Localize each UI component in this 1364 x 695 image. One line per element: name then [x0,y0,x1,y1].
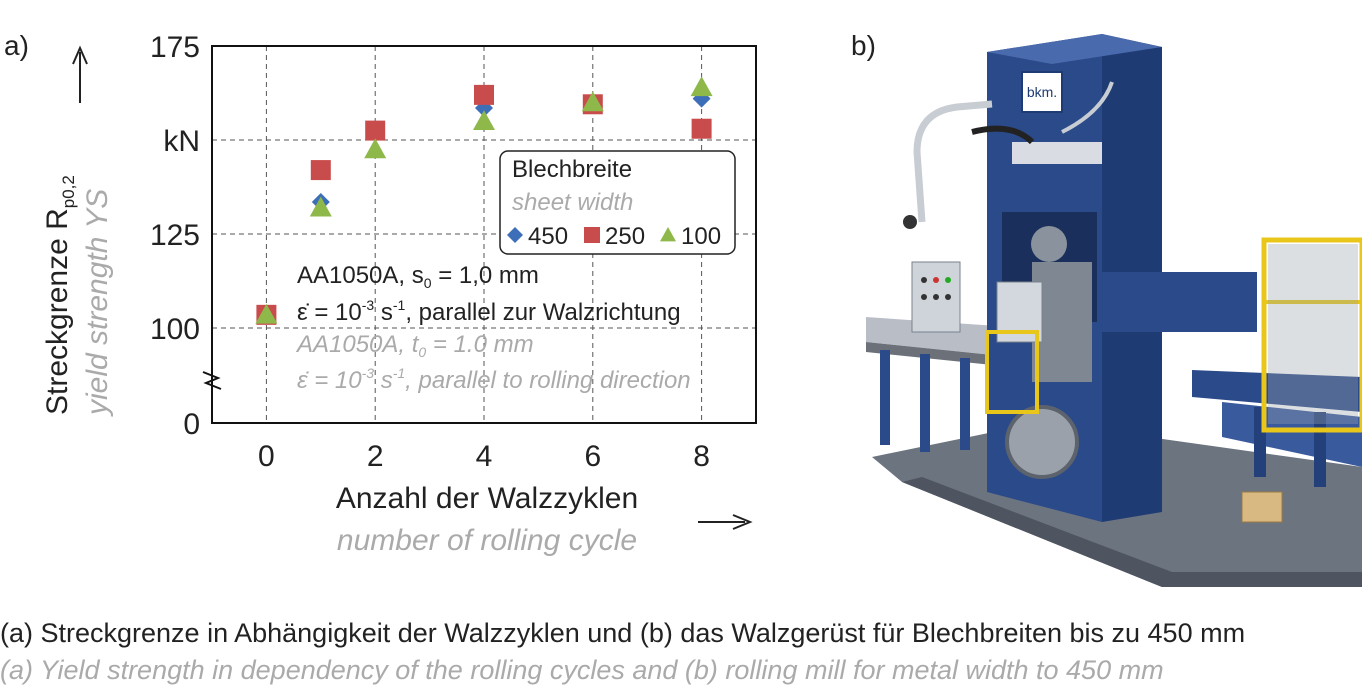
x-axis-label-de: Anzahl der Walzzyklen [336,482,638,515]
panel-label-a: a) [4,30,29,61]
x-tick-label: 6 [584,440,601,473]
x-tick-label: 0 [258,440,275,473]
y-axis-arrow-icon [72,45,88,103]
x-tick-label: 8 [693,440,710,473]
x-axis-arrow-icon [698,514,753,530]
y-axis-label-de: Streckgrenze Rp0,2 [41,175,78,415]
legend-box [499,150,736,255]
data-point-250 [310,160,331,181]
x-tick-label: 2 [367,440,384,473]
data-point-250 [365,120,386,141]
brand-label: bkm. [1027,84,1057,100]
y-tick-label: 175 [150,31,200,64]
yield-strength-chart: 175 kN 125 100 0 0 2 4 6 8 AA1050A, s0 = 1,0 mm … [41,31,757,557]
left-conveyor [866,317,1012,357]
panel-label-b: b) [851,30,876,61]
annotation-en-line1: AA1050A, t0 = 1.0 mm [295,331,534,360]
x-axis-label-en: number of rolling cycle [337,524,637,557]
data-point-100 [364,138,387,159]
legend-label-100: 100 [681,223,721,250]
data-point-100 [309,196,332,217]
y-tick-label: kN [163,125,200,158]
right-conveyor [1192,370,1362,412]
legend-title-de: Blechbreite [512,156,632,183]
lamp-arm [913,100,993,223]
safety-fence [1261,237,1362,433]
legend-label-450: 450 [528,223,568,250]
y-tick-label: 125 [150,219,200,252]
y-tick-label: 0 [183,408,200,441]
wooden-block [1241,491,1283,523]
legend-items: 450 250 100 [507,223,721,250]
x-tick-labels: 0 2 4 6 8 [258,440,710,473]
legend-marker-100 [660,227,676,242]
plot-frame [211,45,757,424]
legend-marker-250 [584,227,600,243]
rolling-mill-photo: bkm. [866,34,1362,587]
data-point-100 [690,76,713,97]
caption-de: (a) Streckgrenze in Abhängigkeit der Wal… [0,618,1246,648]
data-point-100 [473,110,495,130]
y-axis-label-en: yield strength YS [81,189,114,417]
data-point-250 [474,84,494,105]
y-tick-label: 100 [150,313,200,346]
data-point-100 [581,91,604,112]
y-axis-break [202,371,222,390]
data-points [255,76,713,325]
y-tick-labels: 175 kN 125 100 0 [150,31,200,441]
caption-en: (a) Yield strength in dependency of the … [0,655,1164,685]
yellow-guard [985,330,1039,414]
x-tick-label: 4 [476,440,493,473]
annotation-de-line2: ε̇ = 10-3 s-1, parallel zur Walzrichtung [297,297,681,326]
upper-roll [1031,226,1067,262]
material-annotation: AA1050A, s0 = 1,0 mm ε̇ = 10-3 s-1, para… [295,262,691,394]
legend-label-250: 250 [605,223,645,250]
data-point-250 [691,118,712,139]
brand-plate [1021,71,1063,113]
data-point-100 [255,303,278,324]
legend-marker-450 [507,227,523,243]
drive-wheel [1005,405,1079,479]
annotation-en-line2: ε̇ = 10-3 s-1, parallel to rolling direc… [297,365,691,394]
legend-title-en: sheet width [512,189,633,216]
chart-legend: Blechbreite sheet width 450 250 100 [499,150,736,255]
annotation-de-line1: AA1050A, s0 = 1,0 mm [297,262,539,291]
